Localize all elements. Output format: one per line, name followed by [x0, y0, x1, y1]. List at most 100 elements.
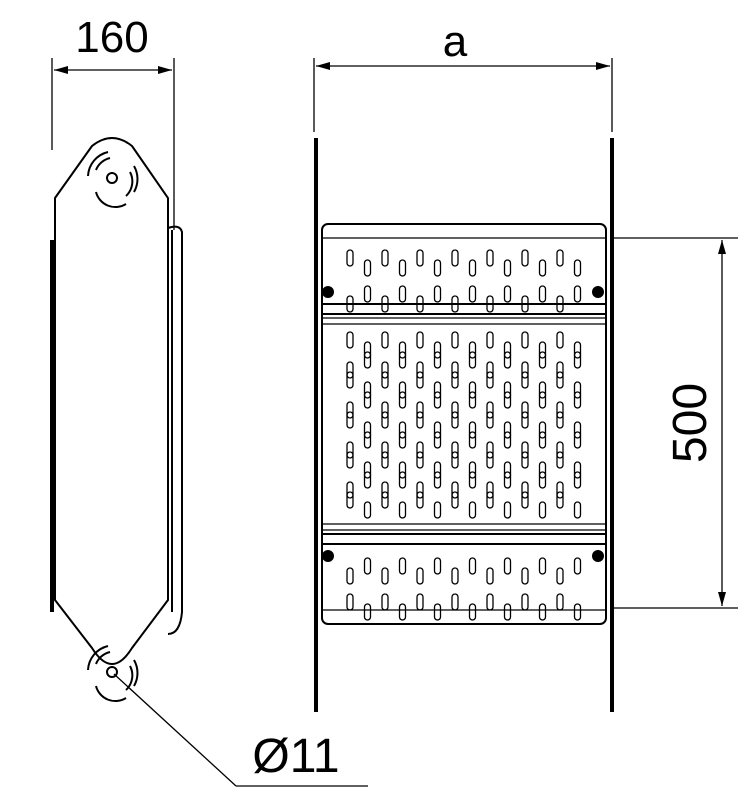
slot-icon	[381, 411, 389, 429]
slot-icon	[433, 501, 442, 519]
slot-icon	[433, 381, 442, 399]
slot-icon	[433, 557, 442, 575]
slot-icon	[556, 411, 564, 429]
slot-icon	[381, 295, 389, 313]
slot-icon	[468, 259, 477, 277]
slot-icon	[556, 295, 564, 313]
slot-icon	[556, 249, 564, 267]
slot-icon	[486, 481, 494, 499]
slot-icon	[521, 361, 529, 379]
slot-icon	[468, 557, 477, 575]
slot-icon	[381, 451, 389, 469]
slot-icon	[573, 421, 582, 439]
cable-tray	[321, 223, 607, 625]
slot-icon	[363, 381, 372, 399]
slot-icon	[381, 441, 389, 459]
dimension-500: 500	[612, 237, 738, 609]
slot-icon	[503, 351, 512, 369]
slot-icon	[363, 557, 372, 575]
slot-icon	[381, 593, 389, 611]
bottom-slot-pattern	[87, 645, 139, 703]
slot-icon	[381, 371, 389, 389]
slot-icon	[381, 567, 389, 585]
slot-icon	[451, 361, 459, 379]
slot-icon	[416, 249, 424, 267]
slot-icon	[433, 431, 442, 449]
slot-icon	[573, 381, 582, 399]
slot-icon	[346, 441, 354, 459]
slot-icon	[416, 411, 424, 429]
bracket-outline	[54, 137, 169, 665]
slot-icon	[556, 441, 564, 459]
slot-icon	[451, 491, 459, 509]
slot-icon	[556, 481, 564, 499]
slot-icon	[521, 401, 529, 419]
slot-icon	[486, 491, 494, 509]
slot-icon	[363, 421, 372, 439]
top-slot-pattern	[87, 151, 139, 209]
slot-icon	[468, 421, 477, 439]
slot-icon	[363, 341, 372, 359]
slot-icon	[573, 285, 582, 303]
slot-icon	[573, 461, 582, 479]
slot-icon	[573, 557, 582, 575]
dimension-label-500: 500	[664, 383, 717, 463]
slot-icon	[381, 249, 389, 267]
slot-icon	[538, 603, 547, 621]
slot-icon	[468, 285, 477, 303]
slot-icon	[538, 471, 547, 489]
dimension-label-a: a	[443, 17, 468, 66]
slot-icon	[416, 491, 424, 509]
slot-icon	[573, 259, 582, 277]
slot-icon	[363, 351, 372, 369]
slot-icon	[538, 431, 547, 449]
slot-icon	[556, 331, 564, 349]
slot-icon	[468, 471, 477, 489]
slot-icon	[381, 331, 389, 349]
slot-icon	[538, 341, 547, 359]
dimension-a: a	[313, 17, 613, 132]
slot-icon	[433, 341, 442, 359]
slot-icon	[538, 501, 547, 519]
slot-icon	[556, 567, 564, 585]
slot-icon	[451, 593, 459, 611]
slot-icon	[486, 411, 494, 429]
slot-icon	[433, 285, 442, 303]
slot-icon	[398, 351, 407, 369]
slot-icon	[503, 259, 512, 277]
slot-icon	[503, 381, 512, 399]
slot-icon	[398, 431, 407, 449]
dimension-label-160: 160	[75, 13, 148, 62]
slot-icon	[468, 341, 477, 359]
slot-icon	[486, 331, 494, 349]
slot-icon	[573, 501, 582, 519]
slot-icon	[486, 249, 494, 267]
slot-icon	[573, 431, 582, 449]
slot-icon	[346, 295, 354, 313]
slot-icon	[538, 557, 547, 575]
slot-icon	[381, 491, 389, 509]
slot-icon	[521, 593, 529, 611]
slot-icon	[451, 331, 459, 349]
slot-icon	[451, 371, 459, 389]
slot-icon	[433, 421, 442, 439]
slot-icon	[363, 603, 372, 621]
slot-icon	[433, 391, 442, 409]
hole-icon	[106, 666, 118, 678]
slot-icon	[433, 603, 442, 621]
slot-icon	[416, 441, 424, 459]
slot-icon	[346, 249, 354, 267]
slot-icon	[398, 603, 407, 621]
slot-icon	[346, 491, 354, 509]
slot-icon	[486, 295, 494, 313]
slot-icon	[503, 603, 512, 621]
slot-icon	[486, 441, 494, 459]
slot-icon	[451, 451, 459, 469]
slot-icon	[573, 471, 582, 489]
slot-icon	[503, 461, 512, 479]
slot-icon	[416, 295, 424, 313]
slot-icon	[398, 501, 407, 519]
slot-icon	[573, 351, 582, 369]
slot-icon	[346, 451, 354, 469]
slot-icon	[433, 259, 442, 277]
